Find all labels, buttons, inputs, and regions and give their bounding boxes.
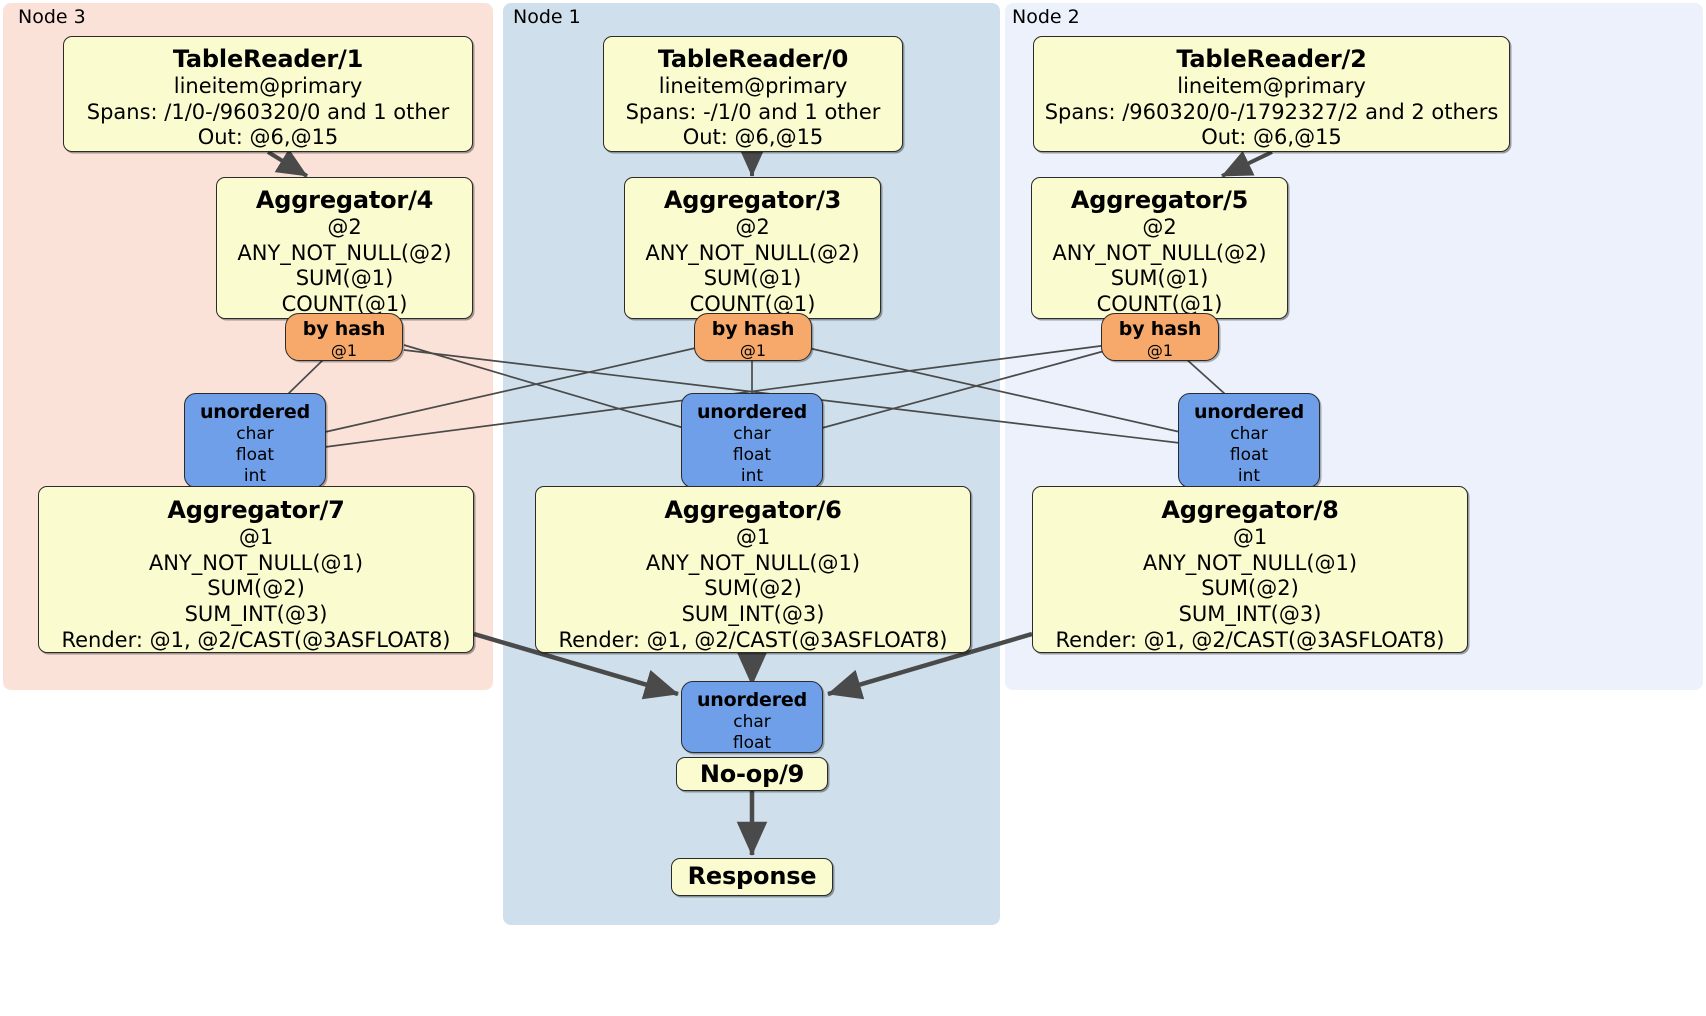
node-title: Aggregator/7 <box>167 496 345 524</box>
sync-line: char <box>733 712 771 733</box>
sync-line: float <box>1229 444 1269 465</box>
node-line: Out: @6,@15 <box>682 125 824 150</box>
sync-line: float <box>732 732 772 753</box>
node-title: Aggregator/6 <box>664 496 842 524</box>
node-line: @1 <box>735 525 771 550</box>
sync-title: unordered <box>696 401 808 423</box>
node-aggregator-7[interactable]: Aggregator/7 @1 ANY_NOT_NULL(@1) SUM(@2)… <box>38 486 474 653</box>
node-line: SUM(@1) <box>1110 266 1209 291</box>
node-line: ANY_NOT_NULL(@2) <box>237 240 452 265</box>
node-aggregator-4[interactable]: Aggregator/4 @2 ANY_NOT_NULL(@2) SUM(@1)… <box>216 177 473 319</box>
sync-title: unordered <box>1193 401 1305 423</box>
sync-line: float <box>235 444 275 465</box>
node-noop-9[interactable]: No-op/9 <box>676 757 828 791</box>
node-tablereader-0[interactable]: TableReader/0 lineitem@primary Spans: -/… <box>603 36 903 152</box>
node-line: Render: @1, @2/CAST(@3ASFLOAT8) <box>61 627 451 652</box>
panel-label-node2: Node 2 <box>1012 6 1080 28</box>
node-line: SUM_INT(@3) <box>1178 602 1322 627</box>
sync-line: int <box>740 465 764 486</box>
sync-line: int <box>243 465 267 486</box>
node-line: @2 <box>1142 215 1177 240</box>
router-line: @1 <box>1146 341 1174 361</box>
sync-unordered-final[interactable]: unordered char float <box>681 681 823 753</box>
panel-label-node3: Node 3 <box>18 6 86 28</box>
node-line: @1 <box>238 525 274 550</box>
node-line: SUM_INT(@3) <box>681 602 825 627</box>
node-line: Out: @6,@15 <box>197 125 339 150</box>
node-line: Render: @1, @2/CAST(@3ASFLOAT8) <box>1055 627 1445 652</box>
sync-unordered-right[interactable]: unordered char float int <box>1178 393 1320 488</box>
sync-title: unordered <box>199 401 311 423</box>
router-title: by hash <box>302 318 386 340</box>
node-title: Aggregator/4 <box>255 186 434 214</box>
node-line: ANY_NOT_NULL(@1) <box>1142 550 1358 575</box>
node-line: ANY_NOT_NULL(@1) <box>148 550 364 575</box>
node-line: lineitem@primary <box>173 74 363 99</box>
router-line: @1 <box>330 341 358 361</box>
router-by-hash-right[interactable]: by hash @1 <box>1101 313 1219 361</box>
node-line: ANY_NOT_NULL(@1) <box>645 550 861 575</box>
node-line: Spans: /960320/0-/1792327/2 and 2 others <box>1044 99 1499 124</box>
node-title: Aggregator/5 <box>1070 186 1249 214</box>
sync-unordered-left[interactable]: unordered char float int <box>184 393 326 488</box>
node-line: @2 <box>327 215 362 240</box>
node-title: TableReader/1 <box>172 45 364 73</box>
node-tablereader-1[interactable]: TableReader/1 lineitem@primary Spans: /1… <box>63 36 473 152</box>
panel-label-node1: Node 1 <box>513 6 581 28</box>
node-title: Aggregator/8 <box>1161 496 1339 524</box>
node-title: Response <box>687 862 817 890</box>
node-title: Aggregator/3 <box>663 186 842 214</box>
router-title: by hash <box>711 318 795 340</box>
node-line: Spans: /1/0-/960320/0 and 1 other <box>86 99 450 124</box>
node-line: ANY_NOT_NULL(@2) <box>645 240 860 265</box>
node-line: SUM(@1) <box>703 266 802 291</box>
router-line: @1 <box>739 341 767 361</box>
node-line: @1 <box>1232 525 1268 550</box>
node-line: Spans: -/1/0 and 1 other <box>625 99 881 124</box>
node-line: Render: @1, @2/CAST(@3ASFLOAT8) <box>558 627 948 652</box>
node-aggregator-5[interactable]: Aggregator/5 @2 ANY_NOT_NULL(@2) SUM(@1)… <box>1031 177 1288 319</box>
node-line: lineitem@primary <box>1177 74 1366 99</box>
node-aggregator-8[interactable]: Aggregator/8 @1 ANY_NOT_NULL(@1) SUM(@2)… <box>1032 486 1468 653</box>
node-line: COUNT(@1) <box>1096 292 1223 317</box>
node-line: ANY_NOT_NULL(@2) <box>1052 240 1267 265</box>
node-line: lineitem@primary <box>658 74 848 99</box>
sync-line: char <box>236 424 274 445</box>
node-title: TableReader/2 <box>1176 45 1367 73</box>
node-line: Out: @6,@15 <box>1201 125 1342 150</box>
node-line: SUM(@2) <box>207 576 305 601</box>
router-by-hash-mid[interactable]: by hash @1 <box>694 313 812 361</box>
node-line: SUM_INT(@3) <box>184 602 328 627</box>
sync-line: int <box>1237 465 1261 486</box>
node-line: @2 <box>735 215 770 240</box>
node-line: SUM(@2) <box>704 576 802 601</box>
sync-title: unordered <box>696 689 808 711</box>
node-tablereader-2[interactable]: TableReader/2 lineitem@primary Spans: /9… <box>1033 36 1510 152</box>
sync-unordered-mid[interactable]: unordered char float int <box>681 393 823 488</box>
node-aggregator-3[interactable]: Aggregator/3 @2 ANY_NOT_NULL(@2) SUM(@1)… <box>624 177 881 319</box>
router-title: by hash <box>1118 318 1202 340</box>
node-line: COUNT(@1) <box>689 292 816 317</box>
node-line: COUNT(@1) <box>281 292 408 317</box>
node-line: SUM(@1) <box>295 266 394 291</box>
node-title: No-op/9 <box>699 760 805 788</box>
sync-line: float <box>732 444 772 465</box>
router-by-hash-left[interactable]: by hash @1 <box>285 313 403 361</box>
node-title: TableReader/0 <box>657 45 849 73</box>
node-response[interactable]: Response <box>671 858 833 896</box>
node-aggregator-6[interactable]: Aggregator/6 @1 ANY_NOT_NULL(@1) SUM(@2)… <box>535 486 971 653</box>
sync-line: char <box>1230 424 1268 445</box>
sync-line: char <box>733 424 771 445</box>
node-line: SUM(@2) <box>1201 576 1299 601</box>
